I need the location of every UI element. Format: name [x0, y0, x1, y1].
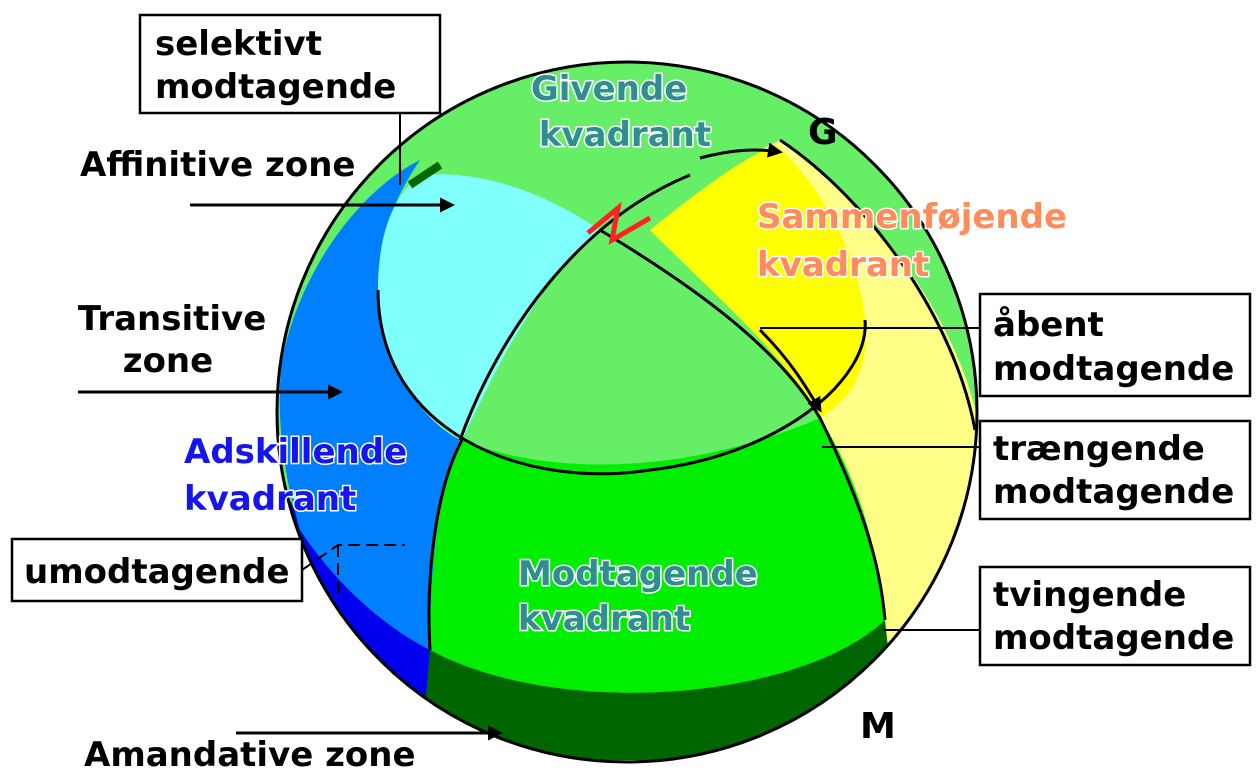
tvingende-callout-line1: tvingende	[993, 575, 1186, 615]
modtagende-region	[430, 418, 885, 693]
traengende-callout-box	[978, 419, 1252, 521]
tvingende-callout-line2: modtagende	[993, 618, 1234, 658]
abent-callout-label: åbent modtagende	[993, 305, 1234, 389]
arrow-icon	[758, 328, 822, 413]
givende-quadrant-line2: kvadrant	[539, 115, 711, 155]
traengende-callout-line1: trængende	[993, 429, 1205, 469]
givende-quadrant-line1: Givende	[531, 69, 687, 109]
transitive-zone-label: Transitive zone	[78, 299, 278, 381]
traengende-callout-label: trængende modtagende	[993, 429, 1234, 512]
adskillende-quadrant-line1: Adskillende	[184, 432, 407, 472]
sammenfojende-region	[650, 145, 866, 418]
selektivt-callout-line1: selektivt	[155, 24, 322, 64]
abent-callout-line2: modtagende	[993, 349, 1234, 389]
pole-m-label: M	[860, 706, 896, 747]
sammenfojende-quadrant-line1: Sammenføjende	[757, 197, 1067, 237]
sphere	[277, 62, 977, 762]
selektivt-callout-line2: modtagende	[155, 67, 396, 107]
tvingende-callout-box	[978, 565, 1252, 667]
selektivt-callout-box	[138, 13, 442, 115]
sammenfojende-quadrant-label: Sammenføjende kvadrant	[757, 197, 1079, 285]
affinitive-zone-region	[378, 174, 600, 440]
transitive-zone-line1: Transitive	[78, 299, 266, 339]
adskillende-quadrant-label: Adskillende kvadrant	[184, 432, 419, 519]
selektivt-callout-label: selektivt modtagende	[155, 24, 396, 107]
traengende-callout-line2: modtagende	[993, 472, 1234, 512]
amandative-zone-label: Amandative zone	[84, 735, 416, 775]
amandative-zone-region	[420, 620, 900, 760]
pole-g-label: G	[808, 112, 838, 153]
modtagende-quadrant-line2: kvadrant	[518, 599, 690, 639]
affinitive-zone-label: Affinitive zone	[80, 145, 355, 185]
umodtagende-callout-label: umodtagende	[24, 552, 290, 592]
modtagende-quadrant-label: Modtagende kvadrant	[518, 554, 770, 639]
tvingende-callout-label: tvingende modtagende	[993, 575, 1234, 658]
adskillende-region	[279, 160, 460, 650]
givende-quadrant-label: Givende kvadrant	[531, 69, 711, 155]
umodtagende-callout-box	[10, 537, 304, 603]
lightning-bolt-icon	[586, 201, 652, 245]
abent-callout-line1: åbent	[993, 305, 1104, 345]
modtagende-quadrant-line1: Modtagende	[518, 554, 758, 594]
arrow-icon	[699, 142, 783, 160]
abent-callout-box	[978, 292, 1252, 398]
transitive-zone-line2: zone	[123, 341, 213, 381]
sammenfojende-quadrant-line2: kvadrant	[757, 245, 929, 285]
sphere-outline	[275, 60, 979, 764]
selektivt-marker	[407, 161, 443, 189]
umodtagende-leader-line	[301, 544, 405, 600]
adskillende-quadrant-line2: kvadrant	[184, 479, 356, 519]
